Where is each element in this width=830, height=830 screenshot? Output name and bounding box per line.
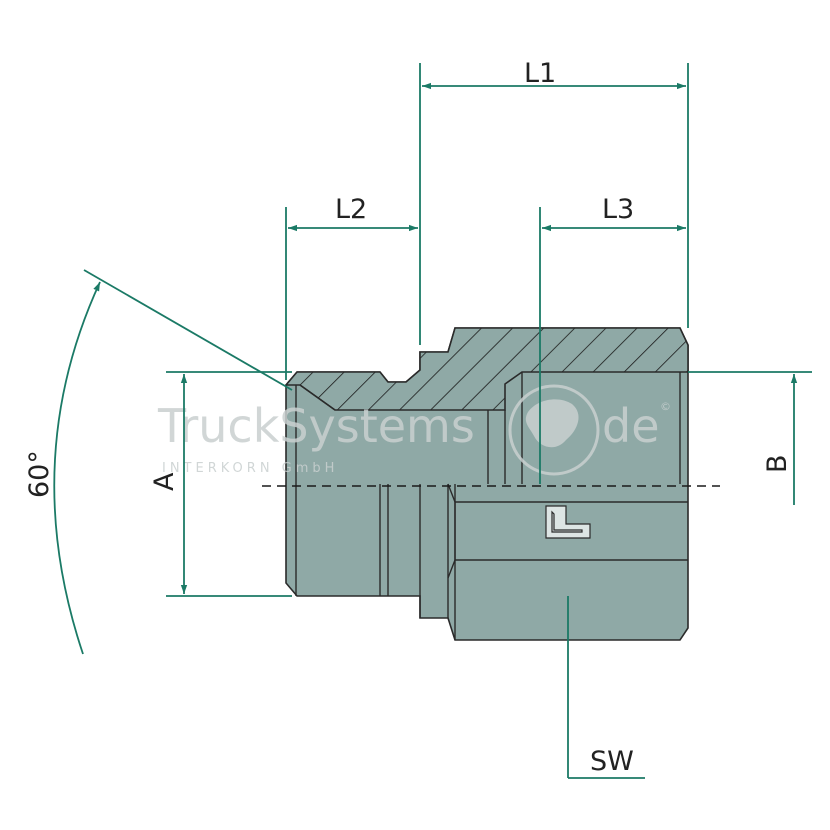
watermark-subtext: INTERKORN GmbH xyxy=(162,461,338,476)
label-b: B xyxy=(762,454,793,473)
label-angle: 60° xyxy=(24,450,55,498)
section-hatch xyxy=(284,327,689,411)
watermark-text: TruckSystems xyxy=(157,399,475,453)
label-a: A xyxy=(149,472,180,491)
hex-flats xyxy=(447,483,688,579)
watermark-suffix: de xyxy=(602,399,660,453)
dimension-angle-arc xyxy=(53,281,101,655)
label-l2: L2 xyxy=(335,194,367,225)
dimension-labels: L1 L2 L3 A B SW 60° xyxy=(24,58,793,777)
female-bore xyxy=(487,372,681,484)
fitting-body xyxy=(262,327,720,641)
watermark-copyright: © xyxy=(660,400,671,413)
label-l3: L3 xyxy=(602,194,634,225)
dimensions xyxy=(53,63,812,779)
male-thread-lines xyxy=(295,484,456,640)
label-sw: SW xyxy=(590,746,634,777)
label-l1: L1 xyxy=(524,58,556,89)
watermark: TruckSystems de © INTERKORN GmbH xyxy=(157,384,671,476)
watermark-globe-icon xyxy=(508,384,600,476)
manufacturer-mark xyxy=(545,505,591,539)
thread-end-bore xyxy=(295,384,336,484)
watermark-globe-land xyxy=(525,399,579,448)
angle-extension-line xyxy=(83,269,293,391)
